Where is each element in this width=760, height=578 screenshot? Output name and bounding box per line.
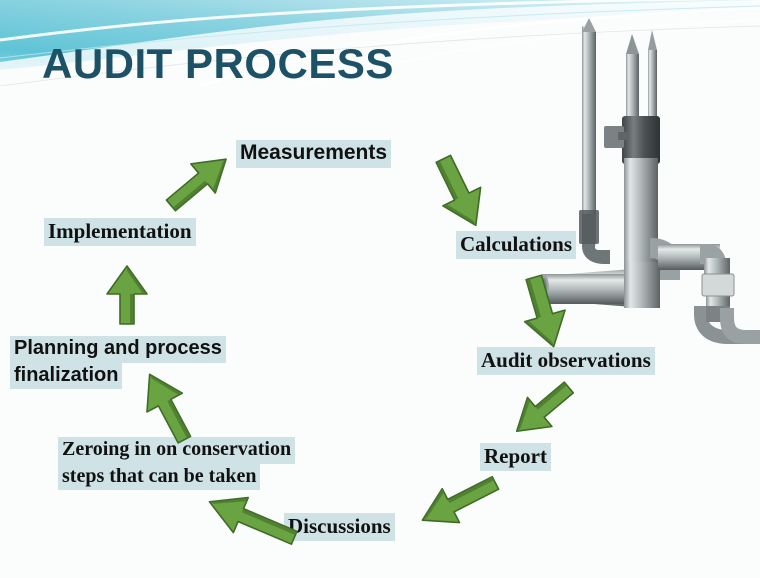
step-label-audit-observations: Audit observations <box>477 347 655 375</box>
industrial-pipes-photo <box>538 18 760 348</box>
arrow-audit-observations-to-report <box>503 374 581 446</box>
arrow-discussions-to-zeroing <box>198 488 302 550</box>
page-title: AUDIT PROCESS <box>42 40 394 87</box>
arrow-report-to-discussions <box>412 468 504 536</box>
arrow-calculations-to-audit-observations <box>505 272 583 354</box>
step-label-implementation: Implementation <box>44 218 196 246</box>
step-label-measurements: Measurements <box>236 140 392 168</box>
step-label-report: Report <box>480 443 551 471</box>
arrow-implementation-to-measurements <box>160 144 240 218</box>
step-label-discussions: Discussions <box>284 513 395 541</box>
arrow-measurements-to-calculations <box>420 152 500 234</box>
step-label-planning: Planning and process finalization <box>10 336 226 390</box>
step-label-calculations: Calculations <box>456 231 577 259</box>
arrow-planning-to-implementation <box>96 256 158 334</box>
step-label-zeroing: Zeroing in on conservation steps that ca… <box>58 437 296 491</box>
arrow-zeroing-to-planning <box>126 368 208 446</box>
